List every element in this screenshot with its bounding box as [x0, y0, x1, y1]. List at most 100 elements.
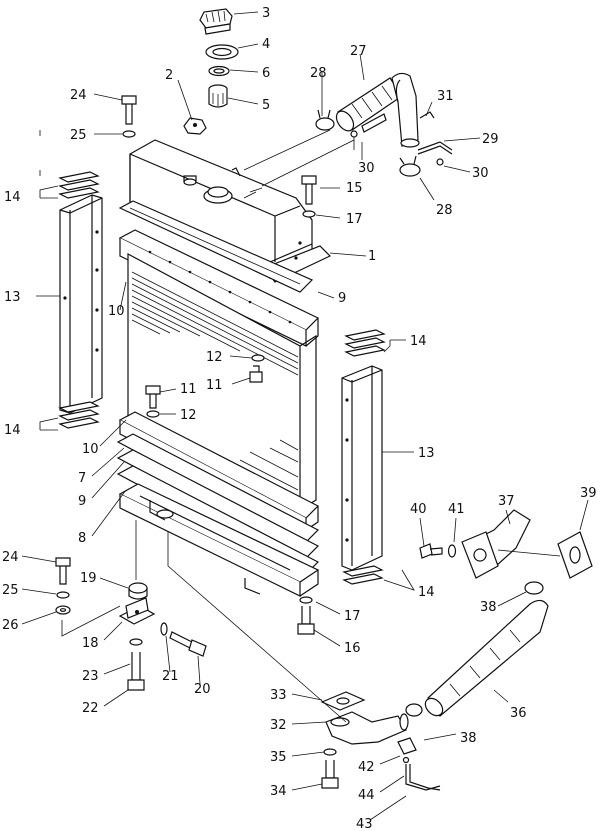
callout-27: 27: [350, 44, 367, 59]
washer-17-top: [302, 210, 316, 218]
side-plate-left: [59, 194, 103, 414]
filler-neck-strainer: [208, 84, 228, 108]
callout-34: 34: [270, 784, 287, 799]
callout-20: 20: [194, 682, 211, 697]
callout-9-bottom: 9: [78, 494, 86, 509]
radiator-cap: [199, 8, 233, 35]
drain-gasket-33: [320, 691, 366, 711]
callout-10-top: 10: [108, 304, 125, 319]
callout-44: 44: [358, 788, 375, 803]
callout-29: 29: [482, 132, 499, 147]
callout-3: 3: [262, 6, 270, 21]
bolt-15: [301, 175, 317, 205]
callout-5: 5: [262, 98, 270, 113]
callout-14-left-bottom: 14: [4, 423, 21, 438]
callout-7: 7: [78, 471, 86, 486]
callout-14-right-top: 14: [410, 334, 427, 349]
callout-4: 4: [262, 37, 270, 52]
washer-25-lower: [56, 591, 70, 599]
callout-38-right: 38: [480, 600, 497, 615]
callout-19: 19: [80, 571, 97, 586]
washer-35: [323, 748, 337, 756]
flange-gasket-39: [557, 531, 593, 579]
drain-elbow-32: [325, 711, 409, 745]
callout-11-upper: 11: [206, 378, 223, 393]
upper-gasket: [118, 200, 314, 293]
callout-38-bottom: 38: [460, 731, 477, 746]
callout-6: 6: [262, 66, 270, 81]
callout-24-top: 24: [70, 88, 87, 103]
callout-8: 8: [78, 531, 86, 546]
side-plate-right: [341, 365, 383, 571]
bolt-11-lower: [145, 385, 161, 409]
cap-gasket: [205, 44, 239, 60]
bolt-22: [127, 652, 145, 691]
leader-line-tube: [261, 139, 355, 187]
leader-drain: [167, 532, 347, 723]
callout-30-right: 30: [472, 166, 489, 181]
callout-42: 42: [358, 760, 375, 775]
washer-26: [55, 605, 71, 615]
callout-36: 36: [510, 706, 527, 721]
washer-41: [447, 544, 457, 558]
callout-15: 15: [346, 181, 363, 196]
bolt-40: [419, 543, 443, 559]
rubber-mount-19: [128, 582, 148, 600]
callout-12-lower: 12: [180, 408, 197, 423]
callout-17-bottom: 17: [344, 609, 361, 624]
washer-21: [160, 622, 168, 636]
lower-tank: [118, 483, 320, 597]
callout-11-lower: 11: [180, 382, 197, 397]
callout-32: 32: [270, 718, 287, 733]
hose-clamp-38-bottom: [405, 703, 423, 717]
water-outlet-pipe: [391, 72, 420, 148]
shims-left-bottom: [58, 401, 100, 429]
bracket-18: [118, 597, 156, 625]
pipe-bracket: [361, 113, 387, 133]
lower-hose-36: [424, 599, 549, 717]
callout-21: 21: [162, 669, 179, 684]
callout-14-left-top: 14: [4, 190, 21, 205]
hose-clamp-38-right: [524, 581, 544, 595]
callout-39: 39: [580, 486, 597, 501]
washer-23: [129, 638, 143, 646]
callout-10-bottom: 10: [82, 442, 99, 457]
callout-30-left: 30: [358, 161, 375, 176]
washer-12-upper: [251, 354, 265, 362]
hose-clamp-28-top: [315, 109, 335, 131]
callout-12-upper: 12: [206, 350, 223, 365]
cap-seal-ring: [208, 65, 230, 77]
callout-1: 1: [368, 249, 376, 264]
callout-2: 2: [165, 68, 173, 83]
hose-clamp-28-bottom: [399, 155, 421, 177]
callout-16: 16: [344, 641, 361, 656]
callout-18: 18: [82, 636, 99, 651]
callout-labels: 3 4 6 5 2 24 25 27 28 31 29 30 30 28 15 …: [2, 6, 597, 831]
callout-28-top: 28: [310, 66, 327, 81]
radiator-core: [118, 229, 320, 531]
clip-31: [419, 111, 435, 119]
bolt-24-top: [121, 95, 137, 125]
callout-35: 35: [270, 750, 287, 765]
filler-cap-small: [183, 117, 207, 135]
callout-26: 26: [2, 618, 19, 633]
shims-right-bottom: [342, 565, 384, 585]
bleed-tube-29: [417, 141, 453, 155]
tube-clip-30: [350, 130, 358, 150]
bolt-24-lower: [55, 557, 71, 585]
leader-line-tank: [243, 129, 331, 171]
bolt-34: [321, 760, 339, 789]
callout-25-top: 25: [70, 128, 87, 143]
shims-left-top: [58, 171, 100, 199]
water-inlet-pipe-37: [461, 509, 531, 579]
washer-12-lower: [146, 410, 160, 418]
callout-31: 31: [437, 89, 454, 104]
callout-22: 22: [82, 701, 99, 716]
upper-tank: [129, 139, 332, 283]
callout-23: 23: [82, 669, 99, 684]
callout-43: 43: [356, 817, 373, 831]
drain-cock-42: [397, 737, 417, 764]
nut-11-upper: [249, 365, 263, 383]
